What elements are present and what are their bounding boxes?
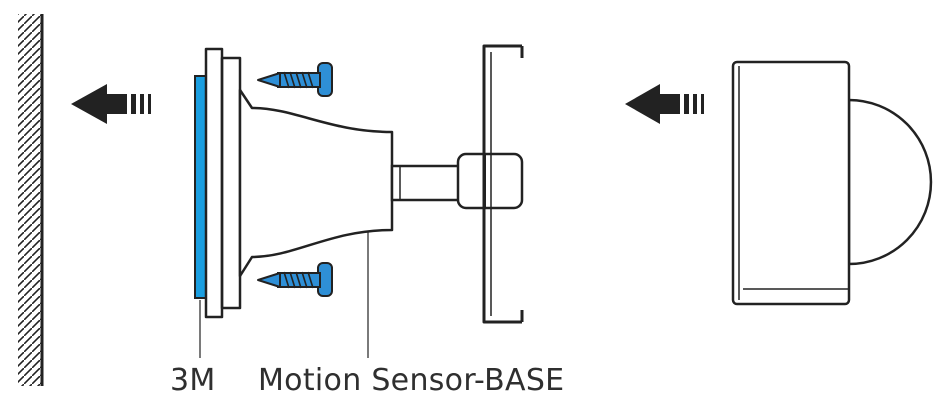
screw-icon	[257, 62, 333, 97]
screw-icon	[257, 262, 333, 297]
base-knob	[456, 152, 524, 210]
motion-sensor-icon	[731, 60, 933, 306]
base-body	[238, 88, 394, 278]
base-label: Motion Sensor-BASE	[258, 363, 565, 398]
left-arrow-icon	[625, 84, 704, 124]
base-plate	[204, 47, 242, 319]
base-stem	[390, 164, 462, 202]
wall-icon	[18, 14, 44, 386]
base-bracket	[482, 44, 522, 324]
adhesive-pad	[194, 75, 207, 299]
left-arrow-icon	[71, 84, 151, 124]
adhesive-label: 3M	[170, 363, 216, 398]
